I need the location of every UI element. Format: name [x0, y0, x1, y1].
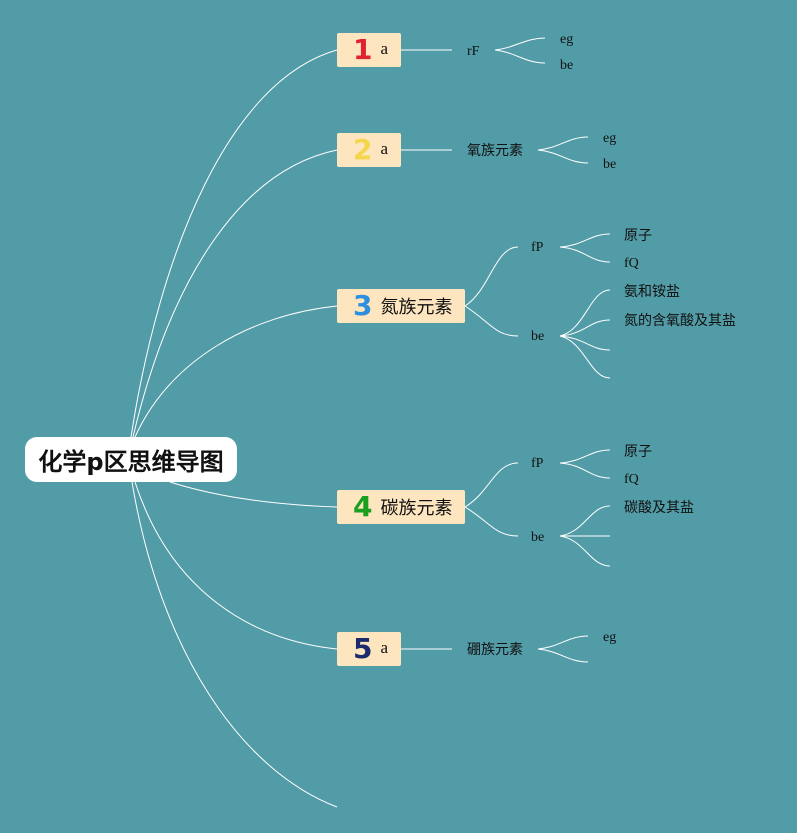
link-b2-leaf-1	[537, 136, 589, 151]
number-badge-5: 5	[353, 632, 373, 665]
branch-node-2[interactable]: 2 a	[337, 133, 401, 167]
link-b1-leaf-2	[494, 49, 546, 64]
sub-node-1-1[interactable]: rF	[467, 44, 480, 59]
link-b3-leaf-3	[559, 289, 611, 337]
branch-node-5[interactable]: 5 a	[337, 632, 401, 666]
sub-node-5-1[interactable]: 硼族元素	[467, 642, 523, 658]
link-root-branch-5	[134, 481, 338, 650]
root-title: 化学p区思维导图	[38, 448, 224, 476]
link-b3-leaf-1	[559, 233, 611, 248]
link-b3-sub-1	[464, 246, 519, 307]
number-badge-3: 3	[353, 289, 373, 322]
link-b1-leaf-1	[494, 37, 546, 51]
root-node[interactable]: 化学p区思维导图	[25, 437, 237, 482]
link-root-branch-2	[132, 149, 338, 438]
number-badge-1: 1	[353, 33, 373, 66]
branch-label-3: 氮族元素	[380, 297, 453, 318]
leaf-node-3-3[interactable]: 氨和铵盐	[624, 284, 680, 300]
link-b5-leaf-1	[537, 635, 589, 650]
leaf-node-2-1[interactable]: eg	[603, 131, 617, 146]
leaf-node-1-2[interactable]: be	[560, 58, 574, 73]
sub-node-3-2[interactable]: be	[531, 329, 545, 344]
branch-label-2: a	[380, 138, 389, 158]
number-badge-2: 2	[353, 133, 373, 166]
branch-label-5: a	[380, 637, 389, 657]
branch-label-4: 碳族元素	[380, 498, 453, 519]
link-b4-leaf-3	[559, 505, 611, 537]
link-b3-leaf-6	[559, 335, 611, 379]
link-b4-leaf-1	[559, 449, 611, 464]
number-badge-4: 4	[353, 490, 373, 523]
leaf-node-1-1[interactable]: eg	[560, 32, 574, 47]
sub-node-4-2[interactable]: be	[531, 530, 545, 545]
branch-node-4[interactable]: 4 碳族元素	[337, 490, 465, 524]
branch-node-3[interactable]: 3 氮族元素	[337, 289, 465, 323]
link-b4-leaf-2	[559, 462, 611, 479]
leaf-node-3-1[interactable]: 原子	[624, 228, 652, 244]
link-b3-leaf-5	[559, 335, 611, 351]
link-b3-leaf-4	[559, 319, 611, 337]
link-b5-leaf-2	[537, 648, 589, 663]
leaf-node-4-1[interactable]: 原子	[624, 444, 652, 460]
link-b3-leaf-2	[559, 246, 611, 263]
sub-node-2-1[interactable]: 氧族元素	[467, 143, 523, 159]
link-root-branch-3	[134, 305, 338, 438]
branch-label-1: a	[380, 38, 389, 58]
leaf-node-3-4[interactable]: 氮的含氧酸及其盐	[624, 313, 736, 329]
leaf-node-5-1[interactable]: eg	[603, 630, 617, 645]
leaf-node-4-3[interactable]: 碳酸及其盐	[624, 500, 694, 516]
leaf-node-2-2[interactable]: be	[603, 157, 617, 172]
sub-node-4-1[interactable]: fP	[531, 456, 544, 471]
link-root-branch-4	[169, 481, 338, 508]
link-b3-sub-2	[464, 305, 519, 337]
leaf-node-4-2[interactable]: fQ	[624, 472, 639, 487]
link-b4-leaf-5	[559, 535, 611, 567]
link-b4-sub-2	[464, 506, 519, 537]
link-b2-leaf-2	[537, 149, 589, 164]
link-root-extra	[131, 481, 338, 808]
leaf-node-3-2[interactable]: fQ	[624, 256, 639, 271]
link-root-branch-1	[130, 49, 338, 438]
sub-node-3-1[interactable]: fP	[531, 240, 544, 255]
branch-node-1[interactable]: 1 a	[337, 33, 401, 67]
link-b4-sub-1	[464, 462, 519, 508]
